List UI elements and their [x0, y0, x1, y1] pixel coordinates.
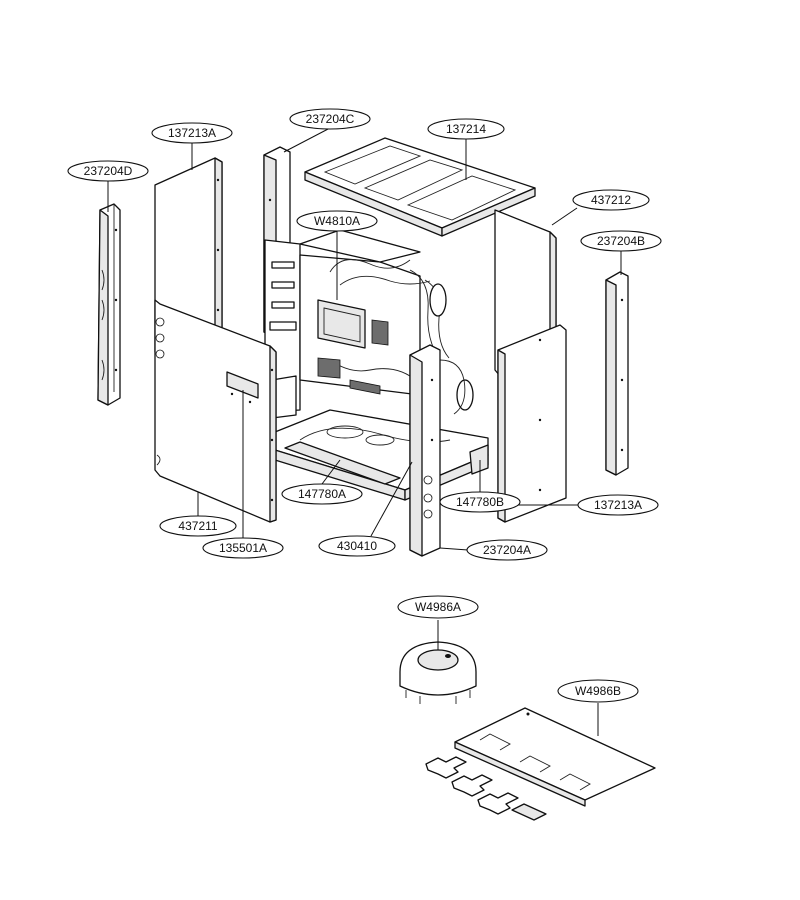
callout-W4986B: W4986B: [557, 679, 639, 703]
svg-text:W4810A: W4810A: [314, 214, 360, 228]
callout-147780B: 147780B: [439, 491, 521, 513]
callout-W4810A: W4810A: [296, 210, 378, 232]
svg-text:135501A: 135501A: [219, 541, 267, 555]
svg-text:437212: 437212: [591, 193, 631, 207]
part-corner-post-front: [409, 344, 441, 557]
svg-text:137213A: 137213A: [594, 498, 642, 512]
callout-437212: 437212: [572, 189, 650, 211]
callout-137214: 137214: [427, 118, 505, 140]
part-accessory-sheet: [425, 707, 656, 821]
pipe-stubs: [269, 261, 297, 331]
svg-text:430410: 430410: [337, 539, 377, 553]
callout-237204D-left: 237204D: [67, 160, 149, 182]
callout-137213A-top: 137213A: [151, 122, 233, 144]
svg-text:137213A: 137213A: [168, 126, 216, 140]
part-front-right-panel: [497, 324, 567, 523]
part-internal-assembly: [264, 229, 489, 501]
svg-text:W4986B: W4986B: [575, 684, 621, 698]
svg-text:237204D: 237204D: [84, 164, 133, 178]
svg-text:147780B: 147780B: [456, 495, 504, 509]
callout-237204B: 237204B: [580, 230, 662, 252]
svg-text:147780A: 147780A: [298, 487, 346, 501]
part-top-panel: [304, 137, 536, 237]
leader-lines: [107, 127, 622, 736]
part-corner-post-left: [97, 203, 121, 406]
svg-text:137214: 137214: [446, 122, 486, 136]
part-front-left-panel: [154, 299, 277, 523]
svg-text:437211: 437211: [178, 519, 217, 533]
callout-135501A: 135501A: [202, 537, 284, 559]
svg-text:237204C: 237204C: [306, 112, 355, 126]
callout-237204A: 237204A: [466, 539, 548, 561]
svg-text:W4986A: W4986A: [415, 600, 461, 614]
svg-text:237204B: 237204B: [597, 234, 645, 248]
part-accessory-cap: [399, 641, 477, 704]
callout-437211: 437211: [159, 515, 237, 537]
callout-137213A-right: 137213A: [577, 494, 659, 516]
part-corner-post-right: [605, 271, 629, 476]
callout-W4986A: W4986A: [397, 595, 479, 619]
callout-237204C: 237204C: [289, 108, 371, 130]
part-service-cover: [226, 371, 259, 399]
callout-430410: 430410: [318, 535, 396, 557]
callout-147780A: 147780A: [281, 483, 363, 505]
svg-text:237204A: 237204A: [483, 543, 531, 557]
